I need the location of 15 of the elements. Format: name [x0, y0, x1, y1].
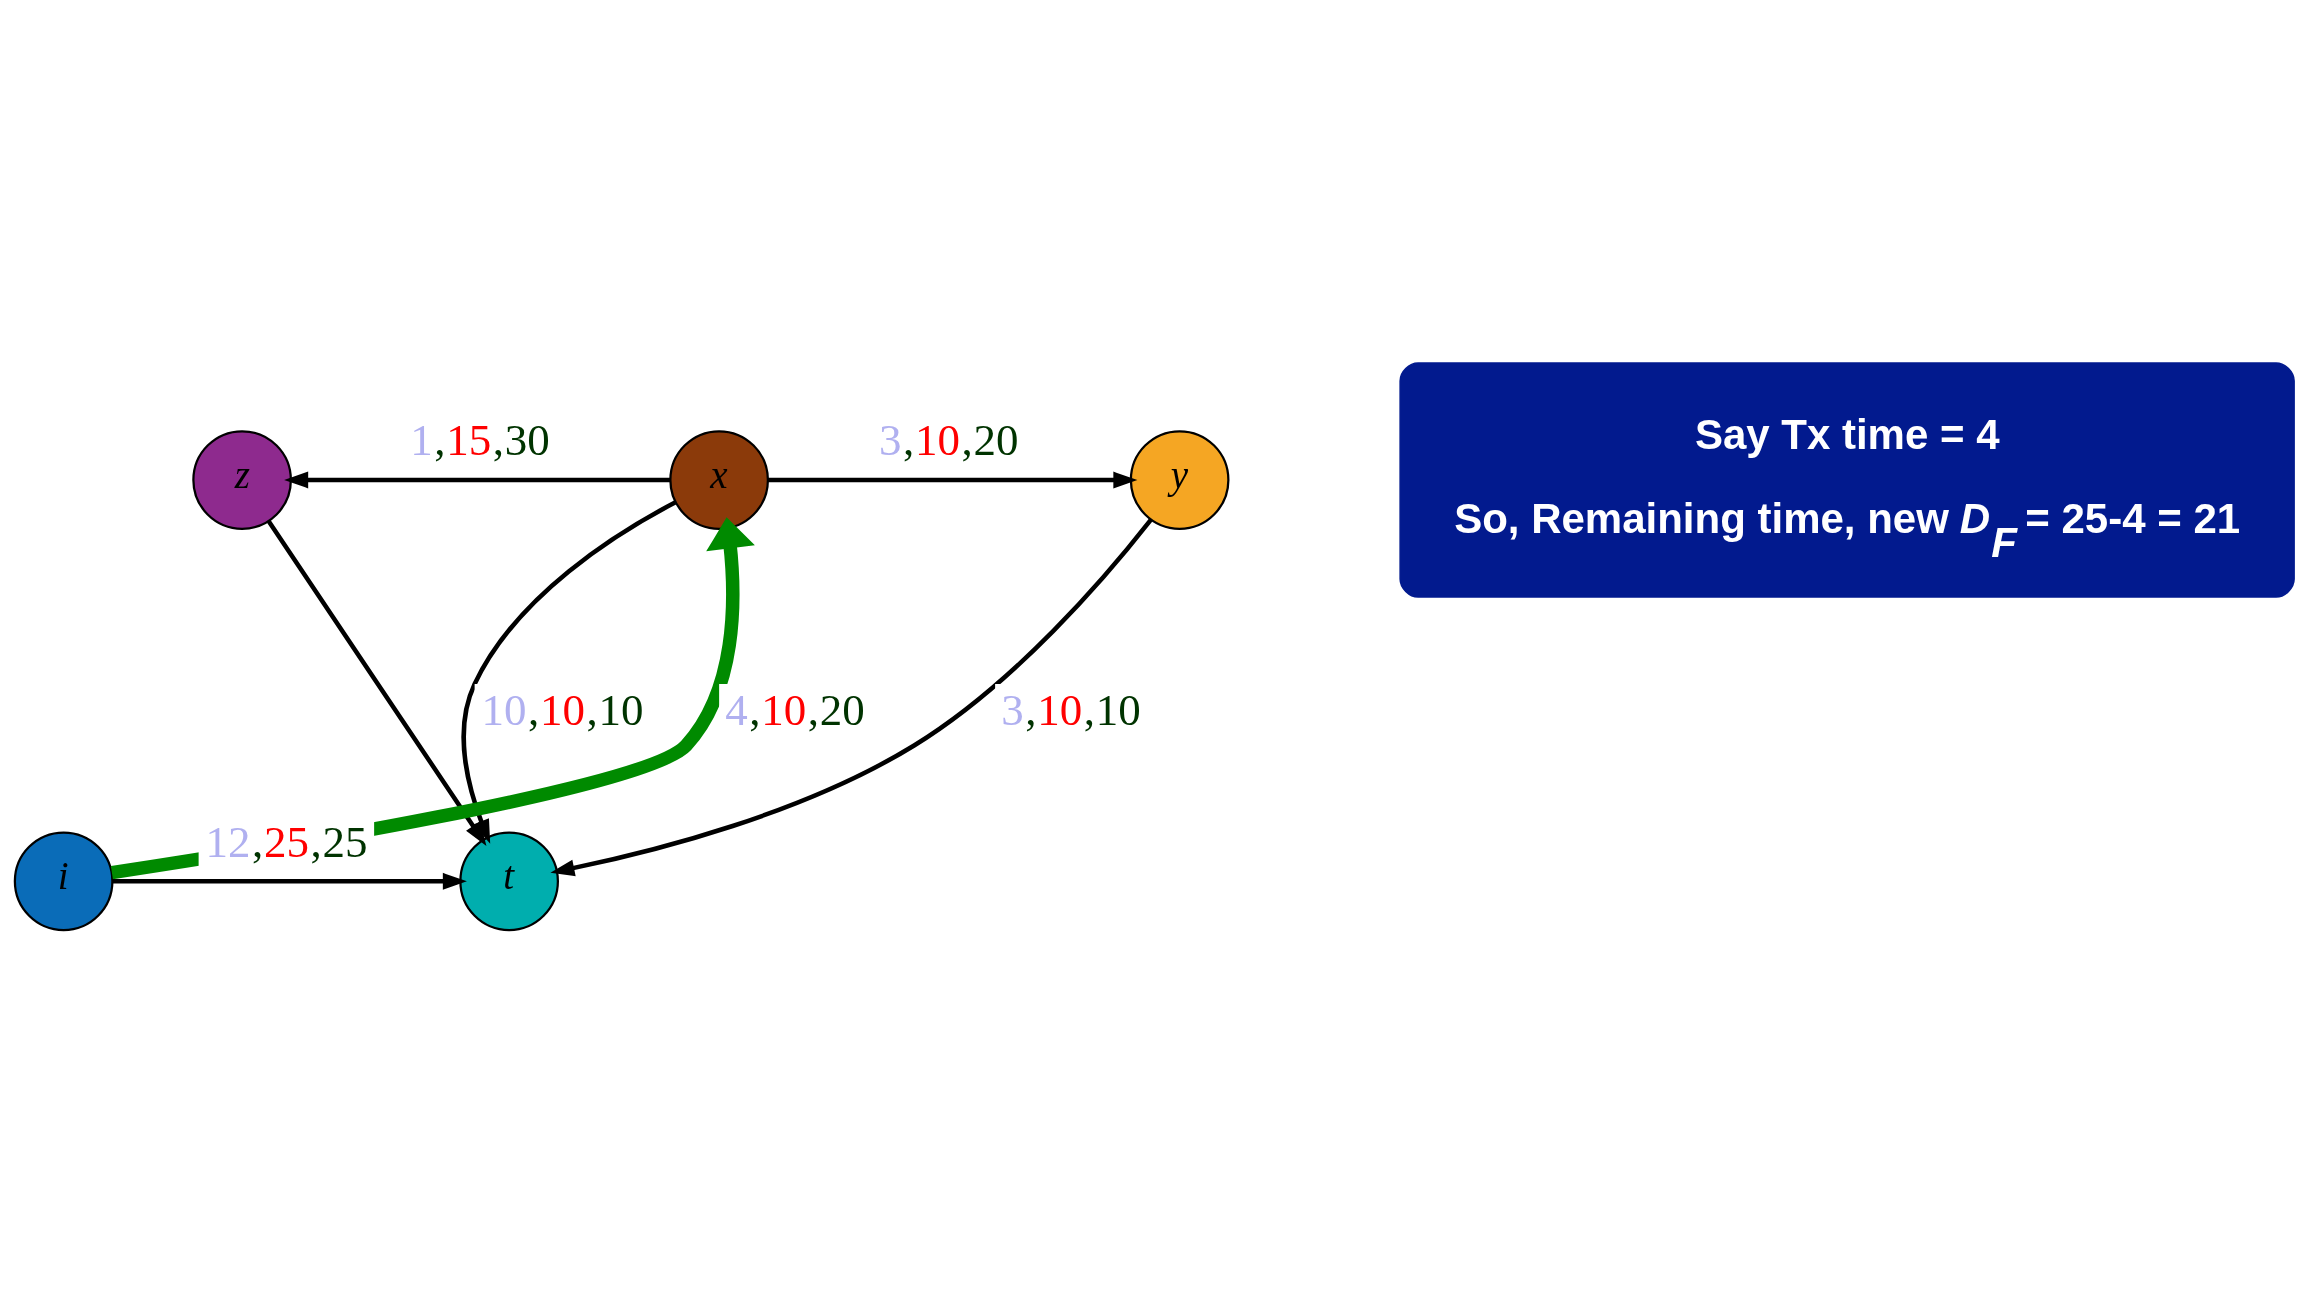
edge-label: 12,25,25 [205, 816, 368, 867]
edge-label: 4,10,20 [725, 685, 865, 736]
arrow [112, 872, 467, 890]
node-circle: t [459, 831, 559, 932]
arrow [284, 471, 671, 489]
node-circle: x [669, 430, 769, 530]
edge-label: 1,15,30 [410, 415, 550, 466]
arrow [767, 471, 1138, 489]
node-circle: i [13, 831, 114, 932]
edge-label: 10,10,10 [481, 685, 644, 736]
node-circle: z [192, 430, 292, 530]
edge-label: 3,10,20 [878, 415, 1019, 466]
arrow [550, 518, 1153, 877]
edge-label: 3,10,10 [1001, 685, 1141, 736]
node-circle: y [1129, 430, 1230, 530]
